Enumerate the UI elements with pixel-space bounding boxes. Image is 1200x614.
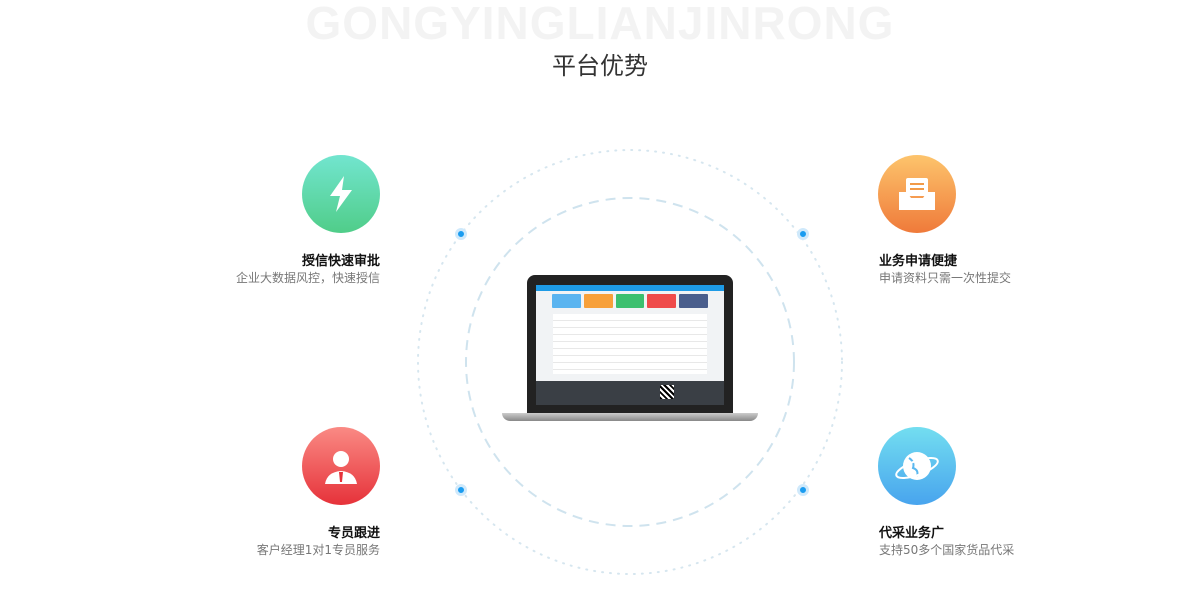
globe-icon xyxy=(878,427,956,505)
mail-tray-icon xyxy=(878,155,956,233)
feature-desc: 申请资料只需一次性提交 xyxy=(879,271,1012,285)
feature-title: 专员跟进 xyxy=(327,526,380,541)
feature-dedicated-agent: 专员跟进 客户经理1对1专员服务 xyxy=(120,526,380,558)
watermark-text: GONGYINGLIANJINRONG xyxy=(305,0,895,49)
feature-wide-procurement: 代采业务广 支持50多个国家货品代采 xyxy=(879,526,1139,558)
feature-easy-application: 业务申请便捷 申请资料只需一次性提交 xyxy=(879,254,1139,286)
section-title: 平台优势 xyxy=(552,52,648,80)
lightning-icon xyxy=(302,155,380,233)
feature-desc: 客户经理1对1专员服务 xyxy=(256,543,380,557)
laptop-screen-image xyxy=(536,285,724,405)
orbit-dots xyxy=(455,228,809,496)
feature-fast-approval: 授信快速审批 企业大数据风控，快速授信 xyxy=(120,254,380,286)
laptop-mockup xyxy=(502,275,758,423)
feature-title: 业务申请便捷 xyxy=(879,254,958,269)
feature-desc: 企业大数据风控，快速授信 xyxy=(235,271,380,285)
feature-desc: 支持50多个国家货品代采 xyxy=(879,543,1015,557)
agent-icon xyxy=(302,427,380,505)
feature-title: 代采业务广 xyxy=(879,526,945,541)
feature-title: 授信快速审批 xyxy=(301,254,380,269)
